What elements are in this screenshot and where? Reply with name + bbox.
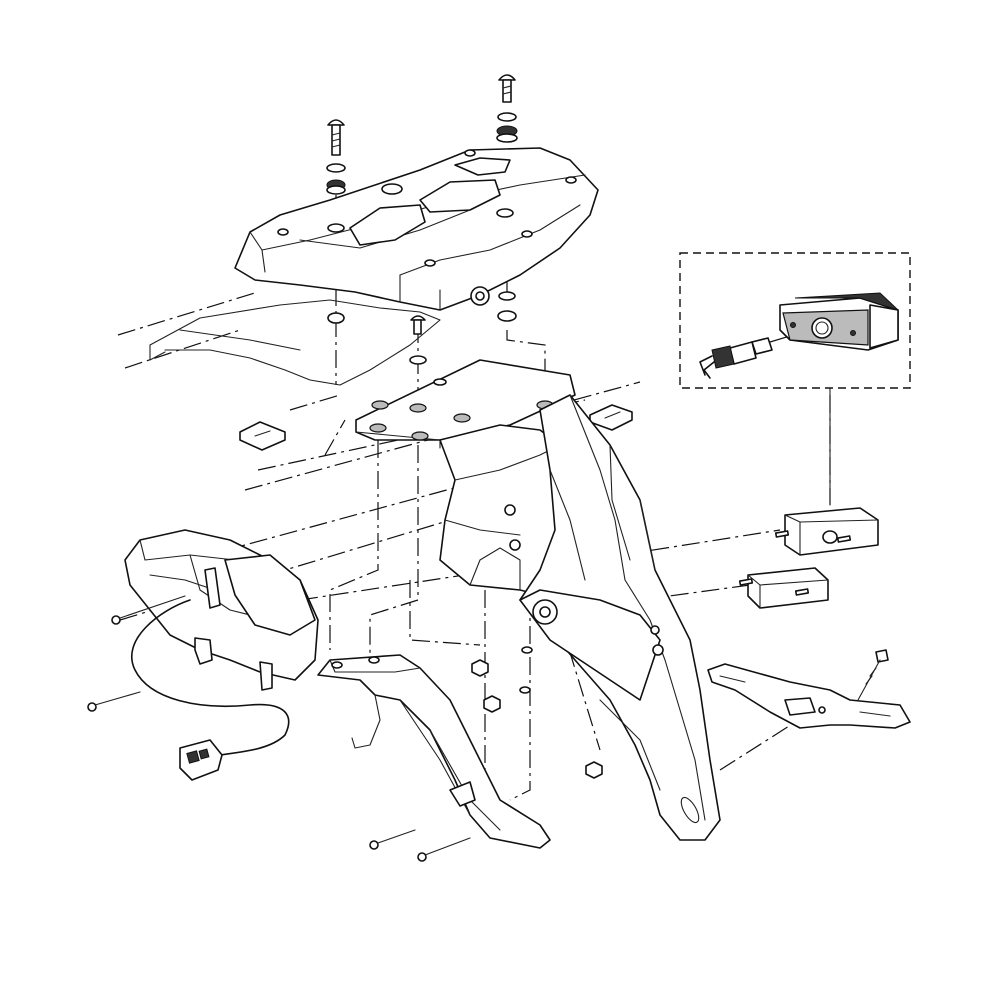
connector-icon	[179, 739, 223, 781]
alignment-lines	[329, 150, 831, 801]
washer-icon	[326, 163, 346, 195]
wiring-harness-connector	[131, 599, 290, 781]
tail-light-assembly	[87, 529, 319, 712]
washer-icon	[327, 291, 517, 324]
bolt-icon	[498, 74, 516, 103]
nut-icon	[585, 761, 603, 779]
fastener-clips	[239, 404, 633, 451]
license-plate-holder	[707, 649, 911, 729]
gasket-spacer	[738, 567, 829, 609]
bolt-icon	[857, 649, 889, 701]
bolt-icon	[111, 595, 186, 625]
bolt-icon	[87, 691, 141, 712]
bolt-icon	[327, 119, 345, 156]
license-light-detail-inset	[679, 252, 911, 506]
bulb-icon	[699, 337, 773, 379]
nuts	[471, 646, 603, 779]
rear-rack-plate	[149, 147, 599, 386]
nut-icon	[471, 659, 489, 677]
washer-icon	[496, 112, 518, 143]
side-bracket	[317, 654, 551, 862]
bolt-icon	[417, 837, 471, 862]
rack-bolts	[326, 74, 518, 365]
license-plate-light	[774, 507, 879, 556]
nut-icon	[483, 695, 501, 713]
bolt-icon	[369, 829, 416, 850]
bolt-icon	[409, 315, 427, 365]
rear-fender-bracket	[355, 359, 721, 841]
